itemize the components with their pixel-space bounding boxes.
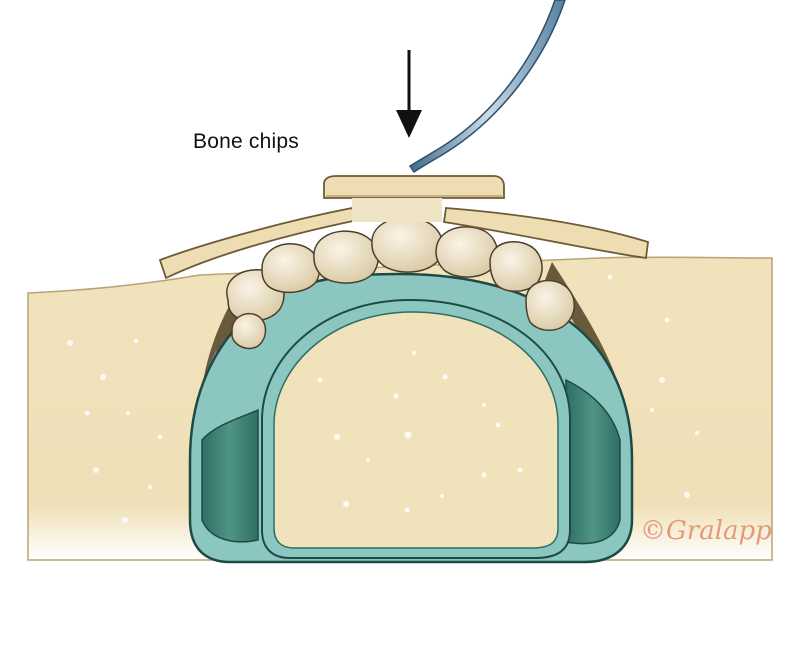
bone-chip (261, 243, 321, 294)
bone-chips-label: Bone chips (193, 130, 299, 153)
bone-strip-center (323, 175, 505, 199)
vessel-lumen-center (273, 311, 559, 549)
bone-chip (231, 312, 267, 350)
lumen-speckles (317, 351, 523, 513)
bone-chips (226, 216, 575, 350)
bone-chip (435, 226, 499, 278)
vessel (188, 272, 634, 564)
strip-contact-zone (352, 198, 442, 222)
artist-signature: ©Gralapp (640, 516, 772, 546)
bone-chip (313, 230, 379, 284)
down-arrow-icon (396, 50, 422, 138)
needle-instrument-icon[interactable] (408, 0, 566, 174)
bone-strip-right (442, 207, 649, 260)
bone-chip (371, 216, 444, 273)
vessel-lumen-left (201, 408, 259, 543)
vessel-lumen-right (565, 378, 621, 545)
bone-chip (525, 279, 575, 331)
